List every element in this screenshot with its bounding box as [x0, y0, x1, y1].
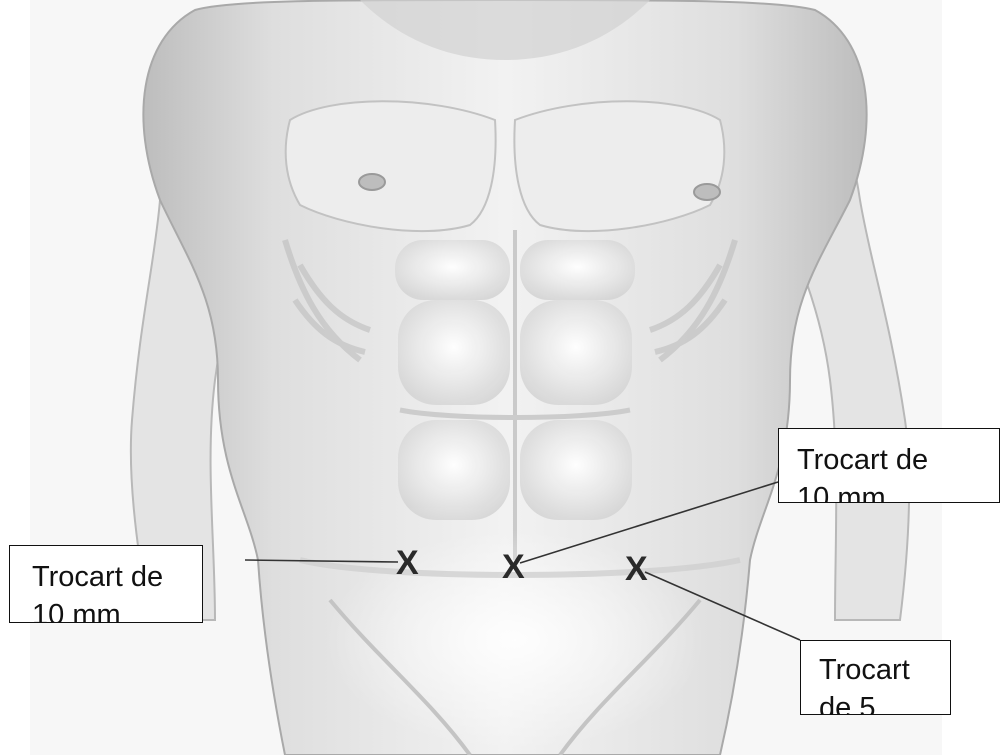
- callout-left-trocar: Trocart de 10 mm: [9, 545, 203, 623]
- callout-right-upper-trocar: Trocart de 10 mm: [778, 428, 1000, 503]
- trocar-marker-right: X: [625, 550, 648, 588]
- callout-left-line2: 10 mm: [32, 596, 202, 623]
- callout-right-lower-trocar: Trocart de 5: [800, 640, 951, 715]
- left-pectoral: [286, 101, 496, 231]
- callout-left-line1: Trocart de: [32, 558, 202, 596]
- callout-right-lower-line2: de 5: [819, 689, 950, 715]
- callout-right-upper-line1: Trocart de: [797, 441, 999, 479]
- trocar-marker-center: X: [502, 548, 525, 586]
- left-nipple: [359, 174, 385, 190]
- trocar-marker-left: X: [396, 544, 419, 582]
- abdominal-muscles: [395, 230, 635, 560]
- right-pectoral: [514, 101, 724, 231]
- callout-right-upper-line2: 10 mm: [797, 479, 999, 503]
- callout-right-lower-line1: Trocart: [819, 651, 950, 689]
- right-nipple: [694, 184, 720, 200]
